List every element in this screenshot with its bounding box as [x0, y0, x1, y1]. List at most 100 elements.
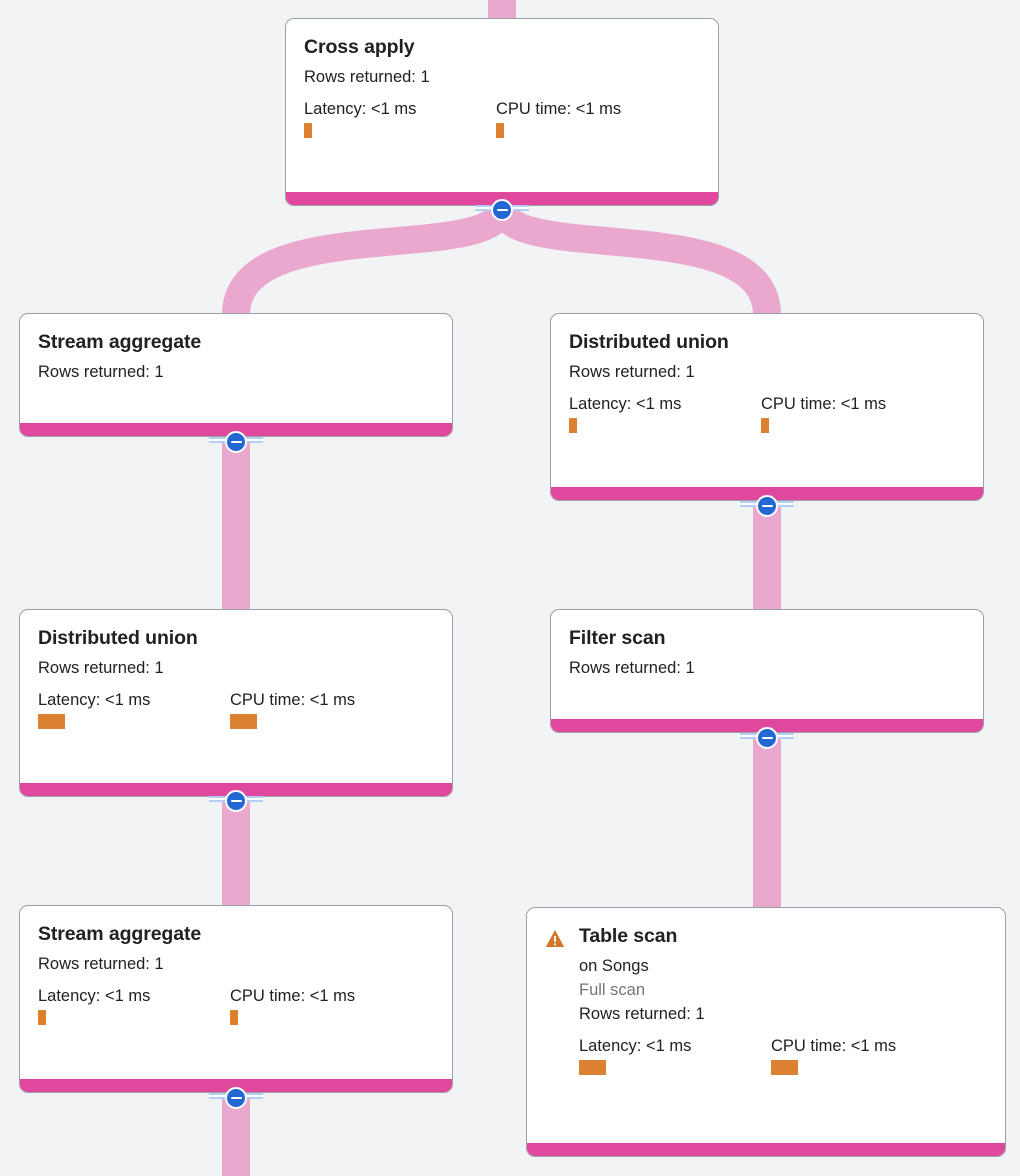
toggle-distributed-union-right[interactable] — [740, 493, 794, 519]
metric-latency-label: Latency: <1 ms — [38, 691, 151, 709]
node-metrics: Latency: <1 ms CPU time: <1 ms — [569, 393, 965, 433]
node-title: Stream aggregate — [38, 331, 202, 353]
metric-latency-label: Latency: <1 ms — [304, 100, 417, 118]
edge-filterscan-to-tablescan — [753, 733, 781, 909]
collapse-minus-icon[interactable] — [491, 199, 513, 221]
metric-latency: Latency: <1 ms — [569, 393, 761, 433]
toggle-rail-left — [475, 204, 494, 216]
node-rows-returned: Rows returned: 1 — [38, 955, 164, 973]
node-rows-returned: Rows returned: 1 — [579, 1005, 705, 1023]
metric-cpu-time: CPU time: <1 ms — [771, 1035, 896, 1075]
node-rows-returned: Rows returned: 1 — [38, 363, 164, 381]
node-footer-bar — [527, 1143, 1005, 1156]
metric-cpu-time: CPU time: <1 ms — [230, 985, 355, 1025]
collapse-minus-icon[interactable] — [225, 431, 247, 453]
toggle-stream-aggregate-bottom[interactable] — [209, 1085, 263, 1111]
warning-slot — [545, 924, 579, 948]
metric-latency-label: Latency: <1 ms — [579, 1037, 692, 1055]
node-metrics: Latency: <1 ms CPU time: <1 ms — [579, 1035, 987, 1075]
toggle-rail-right — [244, 795, 263, 807]
metric-cpu-time: CPU time: <1 ms — [230, 689, 355, 729]
toggle-rail-left — [740, 500, 759, 512]
edge-cross-to-dist-union — [488, 203, 781, 317]
collapse-minus-icon[interactable] — [225, 790, 247, 812]
node-table-name: on Songs — [579, 957, 649, 975]
minus-glyph — [761, 505, 773, 507]
node-scan-type: Full scan — [579, 981, 646, 999]
metric-cpu-time: CPU time: <1 ms — [761, 393, 886, 433]
metric-latency-bar — [304, 123, 312, 138]
metric-latency: Latency: <1 ms — [38, 689, 230, 729]
metric-cpu-time-label: CPU time: <1 ms — [761, 395, 887, 413]
edge-streamagg-to-distunion — [222, 437, 250, 611]
minus-glyph — [230, 1097, 242, 1099]
node-rows-returned: Rows returned: 1 — [569, 659, 695, 677]
node-footer-bar — [20, 783, 452, 796]
metric-cpu-time-label: CPU time: <1 ms — [230, 987, 356, 1005]
node-rows-returned: Rows returned: 1 — [38, 659, 164, 677]
minus-glyph — [761, 737, 773, 739]
collapse-minus-icon[interactable] — [756, 495, 778, 517]
node-title: Cross apply — [304, 36, 415, 58]
collapse-minus-icon[interactable] — [756, 727, 778, 749]
toggle-rail-right — [775, 732, 794, 744]
toggle-rail-left — [209, 795, 228, 807]
metric-latency-bar — [38, 1010, 46, 1025]
metric-latency-bar — [569, 418, 577, 433]
minus-glyph — [496, 209, 508, 211]
node-footer-bar — [286, 192, 718, 205]
node-rows-returned: Rows returned: 1 — [304, 68, 430, 86]
toggle-rail-right — [244, 1092, 263, 1104]
minus-glyph — [230, 800, 242, 802]
metric-cpu-time-label: CPU time: <1 ms — [496, 100, 622, 118]
metric-cpu-time-bar — [496, 123, 504, 138]
metric-latency-bar — [579, 1060, 606, 1075]
edge-cross-to-stream-agg — [222, 203, 516, 317]
node-rows-returned: Rows returned: 1 — [569, 363, 695, 381]
metric-cpu-time-label: CPU time: <1 ms — [230, 691, 356, 709]
metric-latency: Latency: <1 ms — [579, 1035, 771, 1075]
toggle-rail-right — [510, 204, 529, 216]
node-footer-bar — [551, 719, 983, 732]
metric-latency-label: Latency: <1 ms — [569, 395, 682, 413]
node-metrics: Latency: <1 ms CPU time: <1 ms — [304, 98, 700, 138]
node-title: Filter scan — [569, 627, 666, 649]
toggle-distributed-union-left[interactable] — [209, 788, 263, 814]
metric-cpu-time-bar — [761, 418, 769, 433]
node-footer-bar — [20, 423, 452, 436]
toggle-filter-scan[interactable] — [740, 725, 794, 751]
node-footer-bar — [551, 487, 983, 500]
metric-latency: Latency: <1 ms — [38, 985, 230, 1025]
metric-cpu-time-label: CPU time: <1 ms — [771, 1037, 897, 1055]
metric-cpu-time-bar — [771, 1060, 798, 1075]
node-title: Stream aggregate — [38, 923, 202, 945]
collapse-minus-icon[interactable] — [225, 1087, 247, 1109]
node-title: Table scan — [579, 925, 678, 947]
toggle-rail-right — [244, 436, 263, 448]
toggle-rail-left — [209, 1092, 228, 1104]
toggle-cross-apply[interactable] — [475, 197, 529, 223]
toggle-rail-left — [740, 732, 759, 744]
toggle-stream-aggregate-top[interactable] — [209, 429, 263, 455]
toggle-rail-right — [775, 500, 794, 512]
